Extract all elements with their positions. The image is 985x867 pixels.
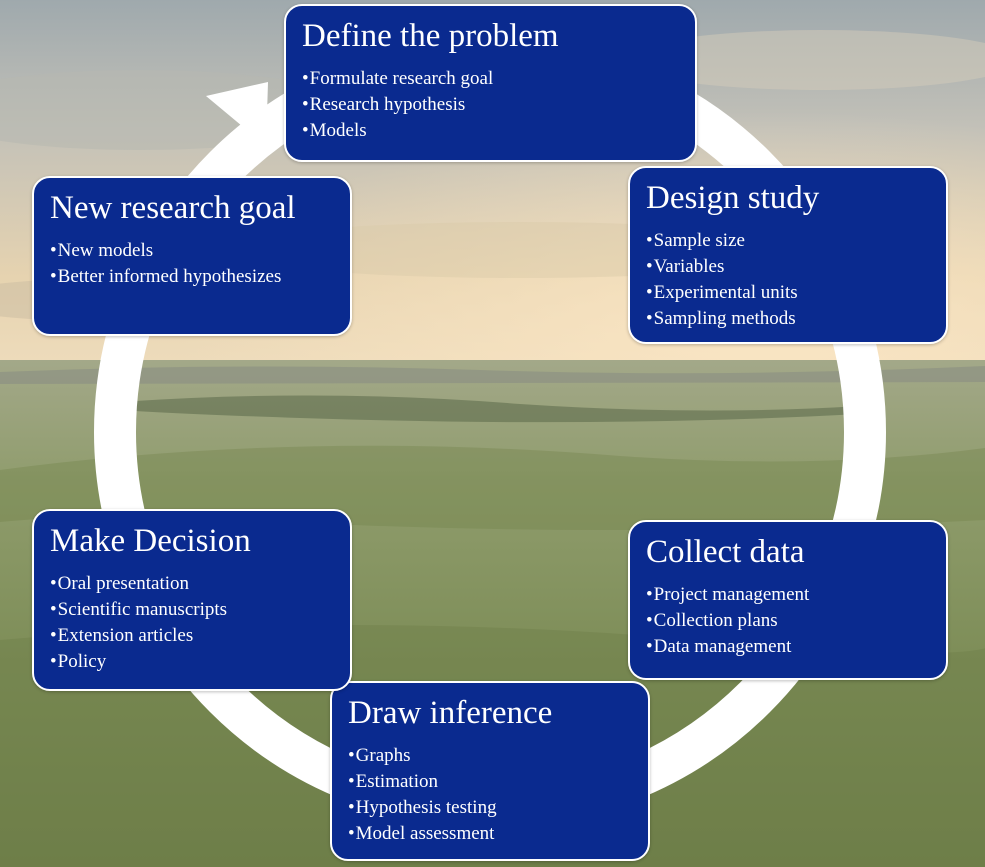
list-item: •Formulate research goal (302, 68, 494, 90)
step-title: Define the problem (302, 18, 559, 54)
cycle-arrowhead-icon (206, 82, 268, 146)
step-collect-data: Collect data •Project management •Collec… (628, 520, 948, 680)
step-title: New research goal (50, 190, 296, 226)
step-title: Design study (646, 180, 820, 216)
step-title: Make Decision (50, 523, 251, 559)
step-bullets: •Project management •Collection plans •D… (646, 582, 930, 660)
list-item: •Models (302, 120, 367, 142)
list-item: •Oral presentation (50, 573, 190, 595)
step-bullets: •Formulate research goal •Research hypot… (302, 66, 679, 144)
step-bullets: •Oral presentation •Scientific manuscrip… (50, 571, 334, 675)
list-item: •Collection plans (646, 610, 778, 632)
step-title: Collect data (646, 534, 805, 570)
list-item: •Scientific manuscripts (50, 599, 228, 621)
list-item: •New models (50, 240, 154, 262)
list-item: •Sampling methods (646, 308, 796, 330)
list-item: •Project management (646, 584, 810, 606)
list-item: •Variables (646, 256, 725, 278)
list-item: •Model assessment (348, 823, 495, 845)
step-define-the-problem: Define the problem •Formulate research g… (284, 4, 697, 162)
list-item: •Experimental units (646, 282, 798, 304)
list-item: •Sample size (646, 230, 745, 252)
list-item: •Graphs (348, 745, 411, 767)
list-item: •Better informed hypothesizes (50, 266, 282, 288)
step-draw-inference: Draw inference •Graphs •Estimation •Hypo… (330, 681, 650, 861)
step-bullets: •New models •Better informed hypothesize… (50, 238, 334, 290)
list-item: •Research hypothesis (302, 94, 466, 116)
list-item: •Extension articles (50, 625, 194, 647)
list-item: •Hypothesis testing (348, 797, 497, 819)
list-item: •Data management (646, 636, 792, 658)
step-title: Draw inference (348, 695, 553, 731)
list-item: •Policy (50, 651, 107, 673)
step-bullets: •Sample size •Variables •Experimental un… (646, 228, 930, 332)
list-item: •Estimation (348, 771, 438, 793)
step-make-decision: Make Decision •Oral presentation •Scient… (32, 509, 352, 691)
step-new-research-goal: New research goal •New models •Better in… (32, 176, 352, 336)
step-bullets: •Graphs •Estimation •Hypothesis testing … (348, 743, 632, 847)
step-design-study: Design study •Sample size •Variables •Ex… (628, 166, 948, 344)
